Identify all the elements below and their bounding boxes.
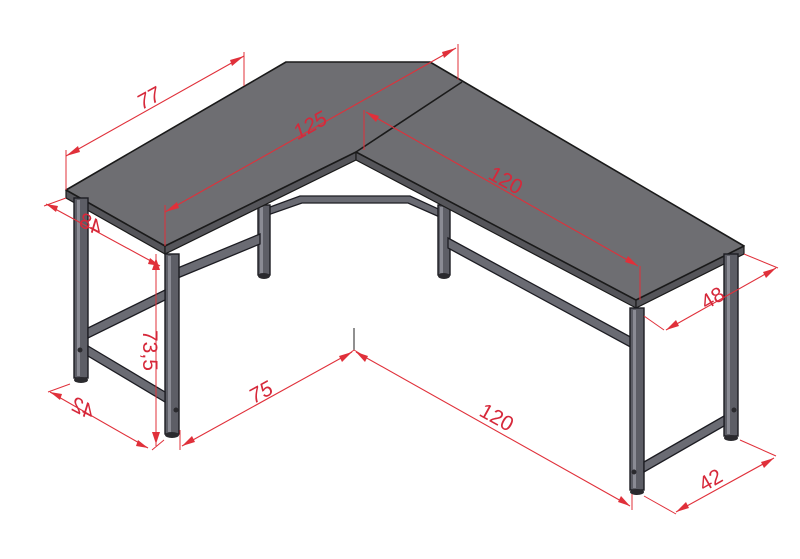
floor-origin <box>345 328 365 357</box>
label-75: 75 <box>245 377 277 409</box>
label-73-5: 73,5 <box>138 330 161 371</box>
desktop <box>65 61 745 309</box>
left-legs <box>73 197 180 438</box>
label-120-floor: 120 <box>476 399 518 436</box>
dim-left-base-depth: 42 <box>47 383 165 451</box>
label-42-left: 42 <box>67 393 99 424</box>
right-legs <box>629 253 739 495</box>
dim-floor-left-length: 75 <box>179 351 353 450</box>
dim-height: 73,5 <box>138 254 161 446</box>
label-77: 77 <box>133 82 166 114</box>
label-42-right: 42 <box>695 465 727 497</box>
dim-floor-right-length: 120 <box>355 351 633 510</box>
